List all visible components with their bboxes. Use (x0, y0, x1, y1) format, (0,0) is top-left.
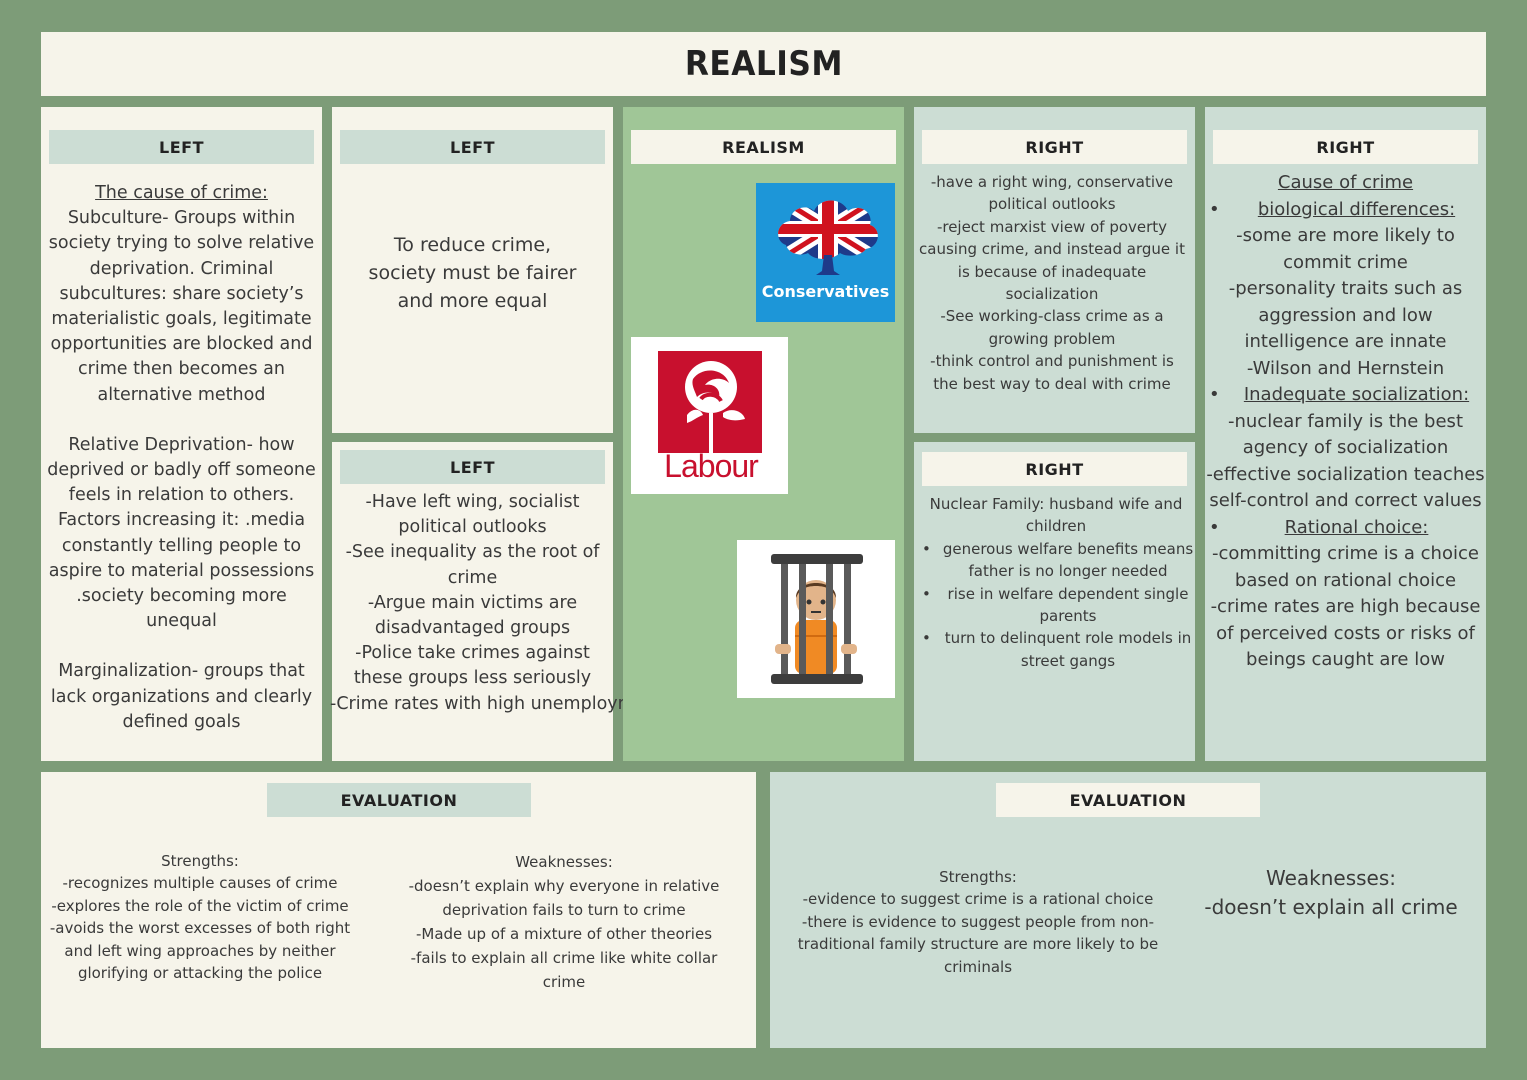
labour-label: Labour (664, 448, 759, 484)
left-panel-reduce: LEFT To reduce crime, society must be fa… (332, 107, 613, 433)
list-item: -nuclear family is the best agency of so… (1227, 410, 1463, 459)
strengths-title: Strengths: (161, 852, 239, 870)
tree-union-flag-icon: Conservatives (762, 200, 890, 301)
left-panel-cause: LEFT The cause of crime: Subculture- Gro… (41, 107, 322, 761)
marginalization-paragraph: Marginalization- groups that lack organi… (50, 661, 313, 732)
list-item: -Police take crimes against these groups… (353, 643, 592, 689)
right-panel-header: RIGHT (1213, 130, 1478, 164)
evaluation-left-strengths: Strengths: -recognizes multiple causes o… (41, 850, 359, 984)
reduce-crime-text: To reduce crime, society must be fairer … (368, 234, 577, 312)
list-item: -Crime rates with high unemployment and … (330, 693, 808, 714)
labour-logo: Labour (631, 337, 788, 494)
right-panel-cause: RIGHT Cause of crime biological differen… (1205, 107, 1486, 761)
list-item: -See working-class crime as a growing pr… (940, 307, 1164, 348)
right-cause-body: Cause of crime biological differences: -… (1205, 170, 1486, 674)
list-item: -reject marxist view of poverty causing … (919, 217, 1185, 304)
evaluation-right-panel: EVALUATION Strengths: -evidence to sugge… (770, 772, 1486, 1048)
rose-icon: Labour (658, 351, 762, 484)
right-panel-family: RIGHT Nuclear Family: husband wife and c… (914, 442, 1195, 761)
section-title: biological differences: (1205, 197, 1486, 224)
list-item: -fails to explain all crime like white c… (410, 949, 718, 991)
relative-deprivation-paragraph: Relative Deprivation- how deprived or ba… (47, 434, 316, 632)
list-item: turn to delinquent role models in street… (918, 627, 1194, 672)
right-panel-header: RIGHT (922, 130, 1187, 164)
cause-heading: The cause of crime: (95, 183, 268, 203)
left-panel-body: The cause of crime: Subculture- Groups w… (43, 181, 320, 735)
evaluation-left-weaknesses: Weaknesses: -doesn’t explain why everyon… (399, 850, 729, 994)
title-bar: REALISM (41, 32, 1486, 96)
right-panel-outlooks: RIGHT -have a right wing, conservative p… (914, 107, 1195, 433)
list-item: -crime rates are high because of perceiv… (1210, 596, 1481, 670)
cause-heading: Cause of crime (1277, 172, 1414, 193)
list-item: -doesn’t explain why everyone in relativ… (408, 877, 720, 919)
list-item: -Argue main victims are disadvantaged gr… (367, 592, 578, 639)
list-item: -explores the role of the victim of crim… (51, 896, 349, 915)
left-panel-header: LEFT (340, 130, 605, 164)
jail-icon (771, 554, 863, 684)
left-panel-header: LEFT (49, 130, 314, 164)
list-item: -effective socialization teaches self-co… (1206, 463, 1485, 512)
list-item: -there is evidence to suggest people fro… (797, 912, 1159, 976)
section-title: Inadequate socialization: (1205, 382, 1486, 409)
list-item: -committing crime is a choice based on r… (1212, 543, 1479, 591)
center-panel-header: REALISM (631, 130, 896, 164)
evaluation-right-weaknesses: Weaknesses: -doesn’t explain all crime (1196, 864, 1466, 922)
conservatives-label: Conservatives (762, 282, 890, 301)
left-panel-outlooks: LEFT -Have left wing, socialist politica… (330, 442, 808, 761)
list-item: -evidence to suggest crime is a rational… (802, 890, 1154, 909)
list-item: -some are more likely to commit crime (1236, 225, 1455, 273)
prisoner-image (737, 540, 895, 698)
evaluation-header: EVALUATION (996, 783, 1260, 817)
section-title: Rational choice: (1205, 515, 1486, 542)
list-item: -personality traits such as aggression a… (1228, 278, 1463, 352)
right-panel-header: RIGHT (922, 452, 1187, 486)
evaluation-right-strengths: Strengths: -evidence to suggest crime is… (784, 866, 1172, 978)
evaluation-header: EVALUATION (267, 783, 531, 817)
nuclear-family-intro: Nuclear Family: husband wife and childre… (929, 495, 1183, 536)
right-outlooks-list: -have a right wing, conservative politic… (918, 171, 1186, 395)
list-item: -Made up of a mixture of other theories (415, 925, 713, 943)
left-outlooks-list: -Have left wing, socialist political out… (330, 490, 808, 717)
right-family-body: Nuclear Family: husband wife and childre… (918, 493, 1194, 672)
list-item: -Have left wing, socialist political out… (365, 492, 580, 538)
list-item: -doesn’t explain all crime (1204, 895, 1458, 919)
evaluation-left-panel: EVALUATION Strengths: -recognizes multip… (41, 772, 756, 1048)
list-item: -have a right wing, conservative politic… (930, 173, 1174, 214)
list-item: generous welfare benefits means father i… (918, 538, 1194, 583)
list-item: -avoids the worst excesses of both right… (49, 919, 351, 983)
conservatives-logo: Conservatives (756, 183, 895, 322)
list-item: rise in welfare dependent single parents (918, 583, 1194, 628)
strengths-title: Strengths: (939, 868, 1017, 886)
list-item: -Wilson and Hernstein (1246, 357, 1445, 379)
list-item: -See inequality as the root of crime (345, 542, 600, 588)
weaknesses-title: Weaknesses: (515, 853, 613, 871)
list-item: -think control and punishment is the bes… (930, 352, 1174, 393)
subculture-paragraph: Subculture- Groups within society trying… (48, 208, 315, 405)
page-title: REALISM (684, 44, 843, 84)
weaknesses-title: Weaknesses: (1265, 866, 1397, 890)
list-item: -recognizes multiple causes of crime (62, 874, 338, 893)
left-panel-header: LEFT (340, 450, 605, 484)
